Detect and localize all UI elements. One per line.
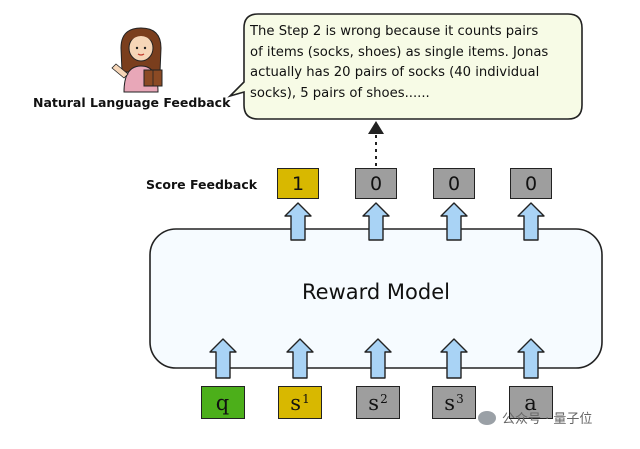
input-superscript: 3 xyxy=(456,391,464,406)
input-superscript: 1 xyxy=(302,391,310,406)
up-arrow-input-4 xyxy=(440,338,468,379)
bubble-line: The Step 2 is wrong because it counts pa… xyxy=(250,24,539,39)
bubble-line: socks), 5 pairs of shoes...... xyxy=(250,85,430,101)
dotted-arrow-head xyxy=(368,121,384,134)
input-symbol: q xyxy=(215,390,230,415)
input-symbol: s xyxy=(368,390,380,415)
up-arrow-score-3 xyxy=(440,202,468,241)
up-arrow-input-3 xyxy=(364,338,392,379)
up-arrow-input-2 xyxy=(286,338,314,379)
input-box-answer: a xyxy=(509,386,553,419)
score-box-4: 0 xyxy=(510,168,552,199)
up-arrow-score-2 xyxy=(362,202,390,241)
natural-language-feedback-text: The Step 2 is wrong because it counts pa… xyxy=(250,22,580,104)
up-arrow-input-1 xyxy=(209,338,237,379)
score-box-3: 0 xyxy=(433,168,475,199)
natural-language-feedback-label: Natural Language Feedback xyxy=(33,95,231,110)
bubble-line: of items (socks, shoes) as single items.… xyxy=(250,44,549,60)
arrows-to-scores xyxy=(284,202,545,241)
input-box-question: q xyxy=(201,386,245,419)
input-symbol: s xyxy=(444,390,456,415)
arrows-from-inputs xyxy=(209,338,545,379)
score-box-1: 1 xyxy=(277,168,319,199)
speech-bubble xyxy=(227,13,583,120)
wechat-icon xyxy=(478,410,496,425)
reward-model-label: Reward Model xyxy=(302,280,450,304)
watermark: 公众号 · 量子位 xyxy=(478,408,592,427)
input-symbol: a xyxy=(524,390,537,415)
input-symbol: s xyxy=(290,390,302,415)
input-superscript: 2 xyxy=(380,391,388,406)
person-reading-icon xyxy=(111,27,163,93)
score-box-2: 0 xyxy=(355,168,397,199)
up-arrow-score-1 xyxy=(284,202,312,241)
score-feedback-label: Score Feedback xyxy=(146,177,258,192)
watermark-text: 公众号 · 量子位 xyxy=(502,412,593,427)
up-arrow-input-5 xyxy=(517,338,545,379)
up-arrow-score-4 xyxy=(517,202,545,241)
bubble-line: actually has 20 pairs of socks (40 indiv… xyxy=(250,65,540,81)
